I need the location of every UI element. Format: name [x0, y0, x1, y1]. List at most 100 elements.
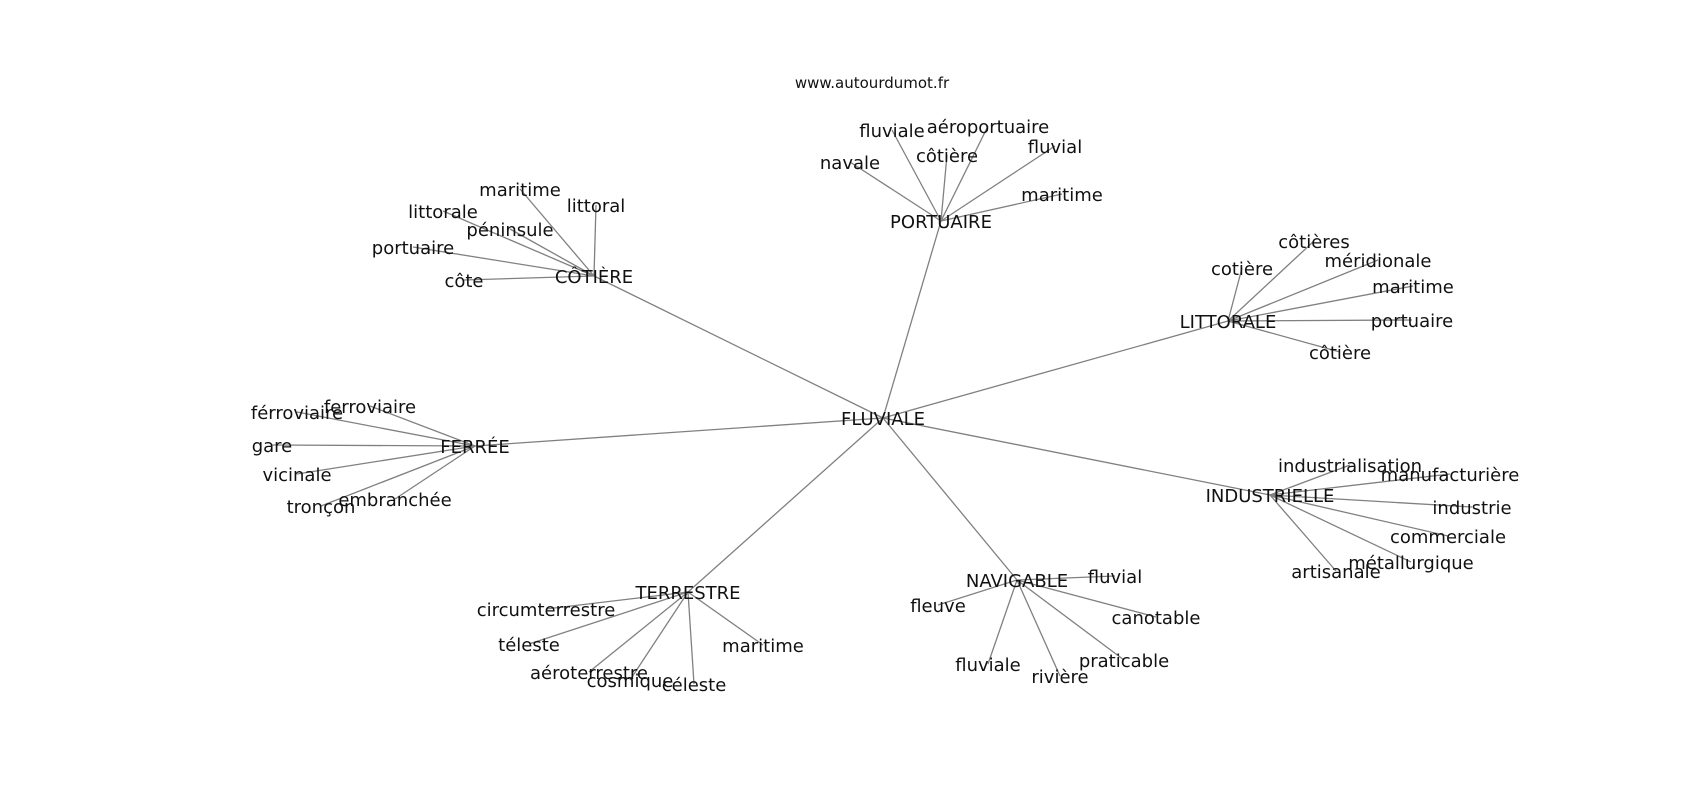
- leaf-word: fluviale: [859, 121, 925, 142]
- edge-hub-to-leaf: [1227, 240, 1315, 322]
- edge-hub-to-leaf: [937, 579, 1018, 606]
- hub-word: NAVIGABLE: [966, 571, 1068, 592]
- leaf-word: vicinale: [262, 465, 331, 486]
- leaf-word: littoral: [567, 196, 626, 217]
- leaf-word: céleste: [662, 675, 727, 696]
- hub-word: CÔTIÈRE: [555, 266, 633, 288]
- edge-hub-to-leaf: [1227, 320, 1341, 353]
- leaf-word: praticable: [1079, 651, 1169, 672]
- leaf-word: fluvial: [1088, 567, 1142, 588]
- leaf-word: fluviale: [955, 655, 1021, 676]
- leaf-word: industrialisation: [1278, 456, 1422, 477]
- edge-hub-to-leaf: [687, 591, 695, 685]
- graph-edges: [271, 125, 1473, 685]
- leaf-word: aéroterrestre: [530, 663, 648, 684]
- edge-hub-to-leaf: [1016, 579, 1061, 677]
- edge-hub-to-leaf: [940, 154, 948, 222]
- edge-center-to-hub: [882, 220, 942, 419]
- edge-hub-to-leaf: [369, 405, 476, 447]
- edge-center-to-hub: [882, 417, 1271, 496]
- leaf-word: embranchée: [338, 490, 451, 511]
- edge-hub-to-leaf: [1269, 473, 1451, 496]
- leaf-word: côte: [444, 271, 483, 292]
- edge-hub-to-leaf: [1227, 259, 1379, 322]
- edge-hub-to-leaf: [509, 228, 595, 277]
- edge-hub-to-leaf: [940, 145, 1056, 222]
- leaf-word: méridionale: [1325, 251, 1432, 272]
- leaf-word: navale: [820, 153, 880, 174]
- edge-center-to-hub: [474, 417, 884, 447]
- edge-hub-to-leaf: [687, 591, 764, 646]
- leaf-word: manufacturière: [1381, 465, 1520, 486]
- leaf-word: fluvial: [1028, 137, 1082, 158]
- edge-hub-to-leaf: [1269, 494, 1473, 508]
- leaf-word: portuaire: [372, 238, 454, 259]
- edge-hub-to-leaf: [412, 246, 595, 277]
- leaf-word: circumterrestre: [477, 600, 616, 621]
- edge-hub-to-leaf: [987, 579, 1018, 665]
- leaf-word: artisanale: [1291, 562, 1380, 583]
- edge-hub-to-leaf: [463, 275, 595, 281]
- leaf-word: téleste: [498, 635, 560, 656]
- edge-hub-to-leaf: [1227, 267, 1243, 322]
- leaf-word: péninsule: [466, 220, 553, 241]
- leaf-word: aéroportuaire: [927, 117, 1050, 138]
- edge-hub-to-leaf: [519, 188, 595, 277]
- leaf-word: ferroviaire: [324, 397, 416, 418]
- leaf-word: fleuve: [910, 596, 966, 617]
- edge-hub-to-leaf: [296, 445, 476, 475]
- leaf-word: tronçon: [287, 497, 356, 518]
- hub-word: PORTUAIRE: [890, 212, 992, 233]
- leaf-word: industrie: [1432, 498, 1511, 519]
- edge-hub-to-leaf: [849, 161, 942, 222]
- edge-hub-to-leaf: [588, 591, 689, 673]
- leaf-word: métallurgique: [1348, 553, 1474, 574]
- edge-hub-to-leaf: [940, 193, 1063, 222]
- edge-hub-to-leaf: [1016, 579, 1157, 618]
- edge-hub-to-leaf: [271, 444, 476, 447]
- hub-word: TERRESTRE: [634, 583, 740, 604]
- edge-hub-to-leaf: [320, 445, 476, 507]
- leaf-word: commerciale: [1390, 527, 1506, 548]
- leaf-word: côtière: [916, 146, 978, 167]
- leaf-word: maritime: [479, 180, 561, 201]
- leaf-word: côtière: [1309, 343, 1371, 364]
- edge-hub-to-leaf: [891, 129, 942, 222]
- edge-hub-to-leaf: [593, 204, 597, 277]
- source-label: www.autourdumot.fr: [795, 74, 950, 92]
- leaf-word: maritime: [722, 636, 804, 657]
- edge-hub-to-leaf: [442, 210, 595, 277]
- leaf-word: portuaire: [1371, 311, 1453, 332]
- edge-hub-to-leaf: [629, 591, 689, 681]
- hub-word: LITTORALE: [1180, 312, 1277, 333]
- leaf-word: rivière: [1031, 667, 1088, 688]
- edge-hub-to-leaf: [545, 591, 689, 610]
- hub-word: FERRÉE: [440, 436, 510, 458]
- edge-center-to-hub: [687, 417, 884, 593]
- edge-center-to-hub: [882, 320, 1229, 419]
- leaf-word: gare: [252, 436, 293, 457]
- edge-hub-to-leaf: [1269, 464, 1351, 496]
- edge-hub-to-leaf: [940, 125, 989, 222]
- edge-hub-to-leaf: [528, 591, 689, 645]
- leaf-word: côtières: [1278, 232, 1350, 253]
- leaf-word: cotière: [1211, 259, 1273, 280]
- edge-hub-to-leaf: [1269, 494, 1449, 537]
- leaf-word: canotable: [1112, 608, 1201, 629]
- center-word: FLUVIALE: [841, 409, 925, 430]
- edge-hub-to-leaf: [296, 411, 476, 447]
- edge-hub-to-leaf: [1227, 319, 1413, 322]
- edge-center-to-hub: [882, 417, 1018, 581]
- leaf-word: maritime: [1021, 185, 1103, 206]
- leaf-word: férroviaire: [251, 403, 343, 424]
- edge-hub-to-leaf: [1016, 575, 1116, 581]
- leaf-word: cosmique: [587, 671, 674, 692]
- leaf-word: littorale: [408, 202, 478, 223]
- edge-hub-to-leaf: [1269, 494, 1412, 563]
- edge-center-to-hub: [593, 275, 884, 419]
- edge-hub-to-leaf: [1016, 579, 1125, 661]
- hub-word: INDUSTRIELLE: [1206, 486, 1335, 507]
- edge-hub-to-leaf: [394, 445, 476, 500]
